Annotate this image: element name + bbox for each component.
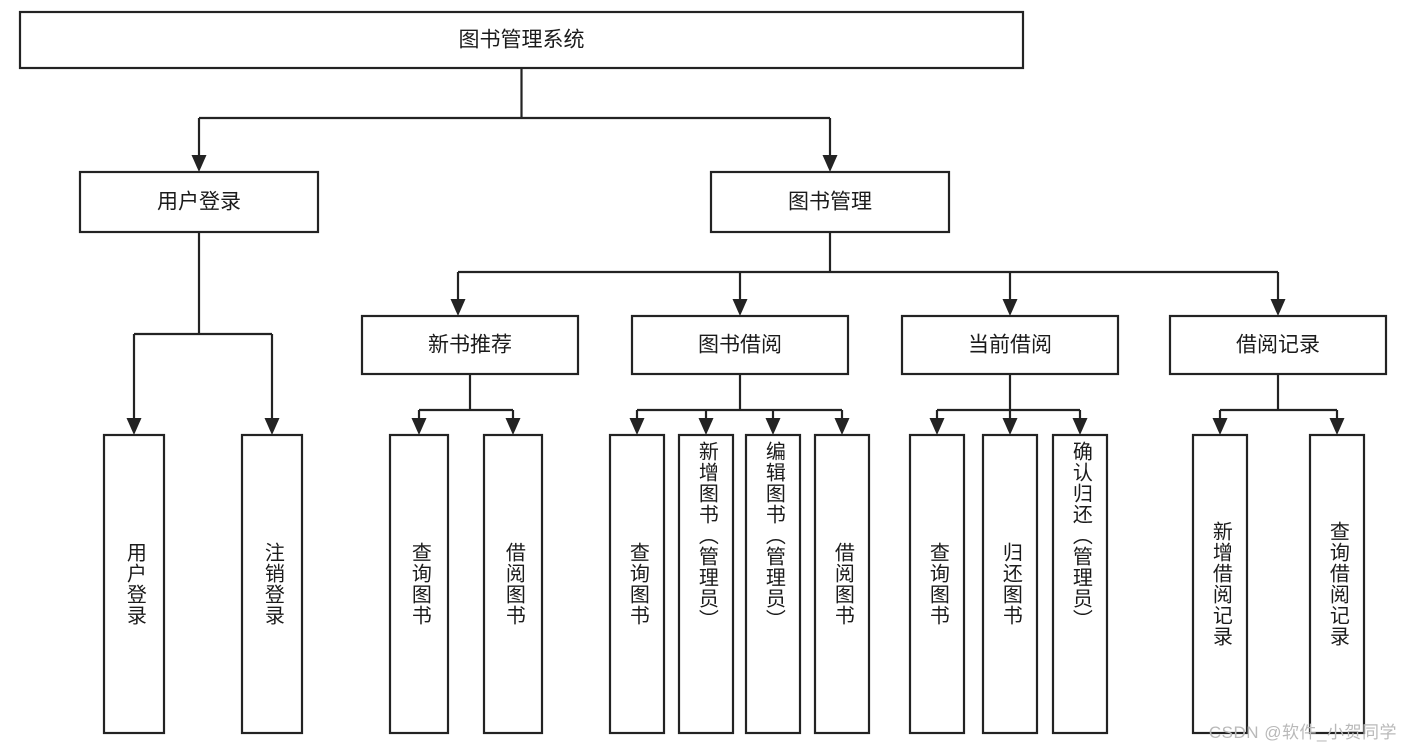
arrow-head-icon	[126, 418, 142, 435]
node-leaf-query-book-3[interactable]	[908, 433, 966, 735]
arrow-head-icon	[1212, 418, 1228, 435]
conn-current-borrow-bus	[929, 374, 1088, 435]
node-leaf-query-book-2[interactable]	[608, 433, 666, 735]
node-box-leaf-borrow-book-1	[482, 433, 544, 735]
node-leaf-borrow-book-1[interactable]	[482, 433, 544, 735]
node-leaf-user-login[interactable]	[102, 433, 166, 735]
node-label-current-borrow: 当前借阅	[968, 334, 1052, 357]
arrow-head-icon	[629, 418, 645, 435]
node-box-user-login	[78, 170, 320, 234]
arrow-head-icon	[411, 418, 427, 435]
node-label-book-borrow: 图书借阅	[698, 334, 782, 357]
node-leaf-return-book[interactable]	[981, 433, 1039, 735]
node-box-borrow-record	[1168, 314, 1388, 376]
arrow-head-icon	[450, 299, 466, 316]
node-box-new-book-recommend	[360, 314, 580, 376]
node-box-leaf-query-book-1	[388, 433, 450, 735]
conn-book-borrow-bus	[629, 374, 850, 435]
node-borrow-record[interactable]: 借阅记录	[1168, 314, 1388, 376]
arrow-head-icon	[1002, 299, 1018, 316]
node-user-login[interactable]: 用户登录	[78, 170, 320, 234]
node-leaf-query-book-1[interactable]	[388, 433, 450, 735]
watermark-text: CSDN @软件_小贺同学	[1208, 723, 1397, 742]
node-box-leaf-edit-book	[744, 433, 802, 735]
arrow-head-icon	[1329, 418, 1345, 435]
node-box-leaf-add-record	[1191, 433, 1249, 735]
node-box-book-borrow	[630, 314, 850, 376]
node-leaf-confirm-return[interactable]	[1051, 433, 1109, 735]
arrow-head-icon	[1270, 299, 1286, 316]
node-box-leaf-query-book-2	[608, 433, 666, 735]
conn-new-book-bus	[411, 374, 521, 435]
node-label-book-manage: 图书管理	[788, 191, 872, 214]
node-box-leaf-user-login	[102, 433, 166, 735]
node-box-leaf-confirm-return	[1051, 433, 1109, 735]
node-book-manage[interactable]: 图书管理	[709, 170, 951, 234]
node-leaf-add-book[interactable]	[677, 433, 735, 735]
node-book-borrow[interactable]: 图书借阅	[630, 314, 850, 376]
arrow-head-icon	[1072, 418, 1088, 435]
arrow-head-icon	[732, 299, 748, 316]
node-box-leaf-query-record	[1308, 433, 1366, 735]
node-current-borrow[interactable]: 当前借阅	[900, 314, 1120, 376]
arrow-head-icon	[698, 418, 714, 435]
arrow-head-icon	[834, 418, 850, 435]
node-leaf-query-record[interactable]	[1308, 433, 1366, 735]
node-new-book-recommend[interactable]: 新书推荐	[360, 314, 580, 376]
node-box-current-borrow	[900, 314, 1120, 376]
node-label-borrow-record: 借阅记录	[1236, 334, 1320, 357]
conn-borrow-record-bus	[1212, 374, 1345, 435]
node-box-root	[18, 10, 1025, 70]
node-label-root: 图书管理系统	[459, 29, 585, 52]
arrow-head-icon	[264, 418, 280, 435]
node-leaf-borrow-book-2[interactable]	[813, 433, 871, 735]
arrow-head-icon	[929, 418, 945, 435]
arrow-head-icon	[191, 155, 207, 172]
node-root[interactable]: 图书管理系统	[18, 10, 1025, 70]
node-box-leaf-add-book	[677, 433, 735, 735]
node-label-user-login: 用户登录	[157, 191, 241, 214]
arrow-head-icon	[765, 418, 781, 435]
node-leaf-add-record[interactable]	[1191, 433, 1249, 735]
node-label-new-book-recommend: 新书推荐	[428, 334, 512, 357]
node-leaf-user-logout[interactable]	[240, 433, 304, 735]
conn-user-login-bus	[126, 232, 280, 435]
node-box-leaf-query-book-3	[908, 433, 966, 735]
node-box-leaf-return-book	[981, 433, 1039, 735]
node-box-book-manage	[709, 170, 951, 234]
arrow-head-icon	[505, 418, 521, 435]
node-box-leaf-borrow-book-2	[813, 433, 871, 735]
conn-book-manage-bus	[450, 232, 1286, 316]
connector-layer	[126, 68, 1345, 435]
arrow-head-icon	[822, 155, 838, 172]
node-leaf-edit-book[interactable]	[744, 433, 802, 735]
arrow-head-icon	[1002, 418, 1018, 435]
conn-root-bus	[191, 68, 838, 172]
node-box-leaf-user-logout	[240, 433, 304, 735]
